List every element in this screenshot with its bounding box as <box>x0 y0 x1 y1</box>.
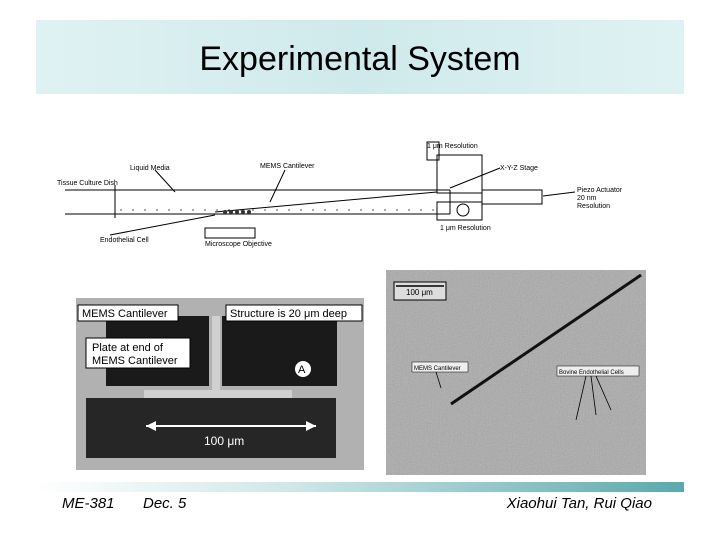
photo-panel-letter: A <box>298 364 306 376</box>
photo-label-plate-line2: MEMS Cantilever <box>92 355 178 367</box>
label-piezo-actuator: Piezo Actuator <box>577 187 623 194</box>
label-mems-cantilever: MEMS Cantilever <box>260 163 315 170</box>
label-liquid-media: Liquid Media <box>130 165 170 172</box>
label-piezo-value: 20 nm <box>577 195 597 202</box>
label-microscope-objective: Microscope Objective <box>205 241 272 248</box>
micrograph-scale-label: 100 μm <box>406 288 433 297</box>
label-piezo-resolution: Resolution <box>577 203 610 210</box>
slide-title: Experimental System <box>36 40 684 79</box>
footer-authors: Xiaohui Tan, Rui Qiao <box>507 495 652 512</box>
label-resolution-top: 1 μm Resolution <box>427 143 478 150</box>
footer-date: Dec. 5 <box>143 495 186 512</box>
micrograph-label-cells: Bovine Endothelial Cells <box>559 370 624 376</box>
cantilever-photo: MEMS Cantilever Structure is 20 μm deep … <box>76 298 364 470</box>
photo-scale-label: 100 μm <box>204 434 244 448</box>
label-tissue-culture-dish: Tissue Culture Dish <box>57 180 118 187</box>
label-endothelial-cell: Endothelial Cell <box>100 237 149 244</box>
cell-micrograph: 100 μm MEMS Cantilever Bovine Endothelia… <box>386 270 646 475</box>
photo-label-structure-depth: Structure is 20 μm deep <box>230 308 347 320</box>
label-resolution-bottom: 1 μm Resolution <box>440 225 491 232</box>
photo-label-mems-cantilever: MEMS Cantilever <box>82 308 168 320</box>
micrograph-label-cantilever: MEMS Cantilever <box>414 366 461 372</box>
footer-bar <box>36 482 684 492</box>
title-band: Experimental System <box>36 20 684 94</box>
photo-label-plate-line1: Plate at end of <box>92 342 164 354</box>
schematic-diagram: 1 μm Resolution Liquid Media MEMS Cantil… <box>55 130 625 265</box>
label-xyz-stage: X-Y-Z Stage <box>500 165 538 172</box>
footer-course: ME-381 <box>62 495 115 512</box>
